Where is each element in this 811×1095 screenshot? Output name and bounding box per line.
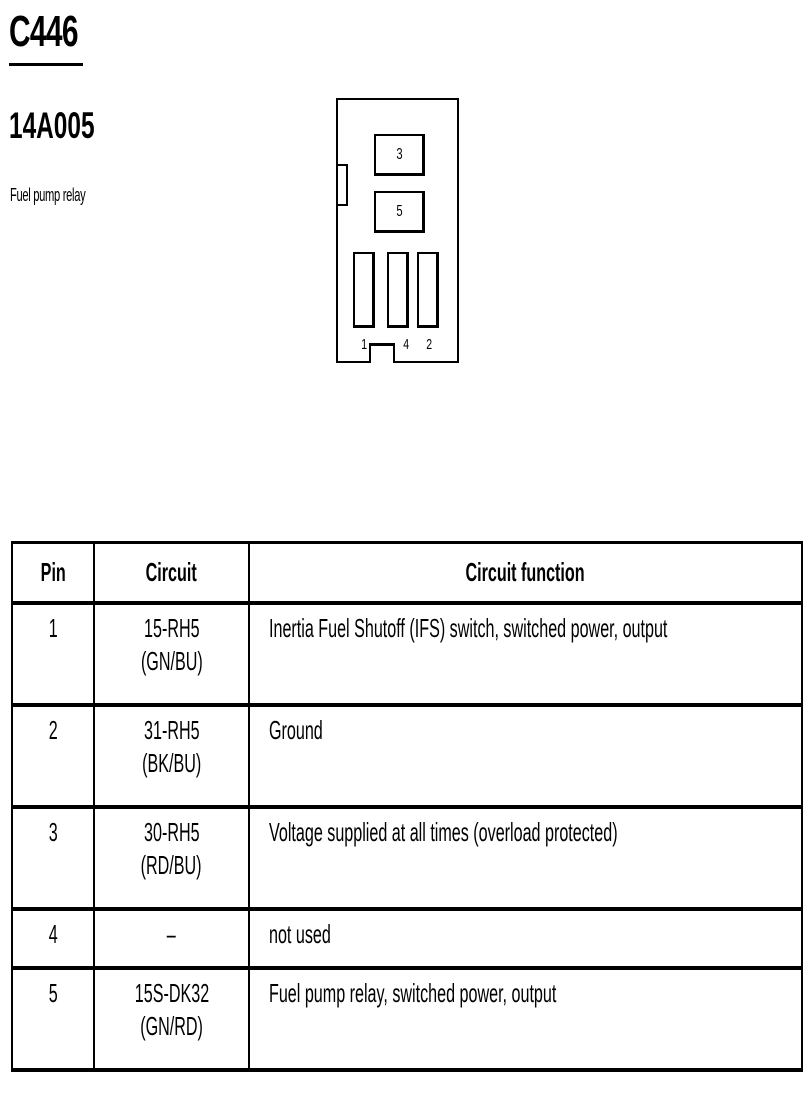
table-header-row: Pin Circuit Circuit function <box>11 541 803 605</box>
pin-cell: 2 <box>11 704 95 809</box>
circuit-cell: 15S-DK32 (GN/RD) <box>93 967 250 1072</box>
part-description: Fuel pump relay <box>10 185 86 205</box>
cavity-5: 5 <box>374 191 425 233</box>
table-row: 3 30-RH5 (RD/BU) Voltage supplied at all… <box>11 806 803 911</box>
pin-cell: 4 <box>11 908 95 970</box>
column-header-circuit-function: Circuit function <box>248 541 803 605</box>
function-cell: Voltage supplied at all times (overload … <box>248 806 803 911</box>
table-row: 4 – not used <box>11 908 803 970</box>
column-header-pin: Pin <box>11 541 95 605</box>
part-number: 14A005 <box>9 105 95 146</box>
cavity-1 <box>353 252 375 328</box>
cavity-3: 3 <box>374 134 425 176</box>
pin-cell: 1 <box>11 602 95 707</box>
circuit-cell: – <box>93 908 250 970</box>
cavity-4 <box>387 252 409 328</box>
circuit-cell: 15-RH5 (GN/BU) <box>93 602 250 707</box>
function-cell: not used <box>248 908 803 970</box>
connector-key-notch <box>369 343 395 363</box>
function-cell: Ground <box>248 704 803 809</box>
cavity-4-label: 4 <box>403 336 409 353</box>
cavity-2 <box>417 252 439 328</box>
pin-cell: 5 <box>11 967 95 1072</box>
connector-face-diagram: 3 5 1 4 2 <box>336 98 459 363</box>
connector-latch-tab <box>336 164 348 206</box>
title-underline <box>9 63 83 66</box>
cavity-1-label: 1 <box>361 336 367 353</box>
table-row: 2 31-RH5 (BK/BU) Ground <box>11 704 803 809</box>
pin-cell: 3 <box>11 806 95 911</box>
table-row: 5 15S-DK32 (GN/RD) Fuel pump relay, swit… <box>11 967 803 1072</box>
connector-id-title: C446 <box>9 7 78 56</box>
cavity-2-label: 2 <box>426 336 432 353</box>
pin-table: Pin Circuit Circuit function 1 15-RH5 (G… <box>11 541 803 1072</box>
function-cell: Inertia Fuel Shutoff (IFS) switch, switc… <box>248 602 803 707</box>
function-cell: Fuel pump relay, switched power, output <box>248 967 803 1072</box>
column-header-circuit: Circuit <box>93 541 250 605</box>
circuit-cell: 31-RH5 (BK/BU) <box>93 704 250 809</box>
table-row: 1 15-RH5 (GN/BU) Inertia Fuel Shutoff (I… <box>11 602 803 707</box>
circuit-cell: 30-RH5 (RD/BU) <box>93 806 250 911</box>
